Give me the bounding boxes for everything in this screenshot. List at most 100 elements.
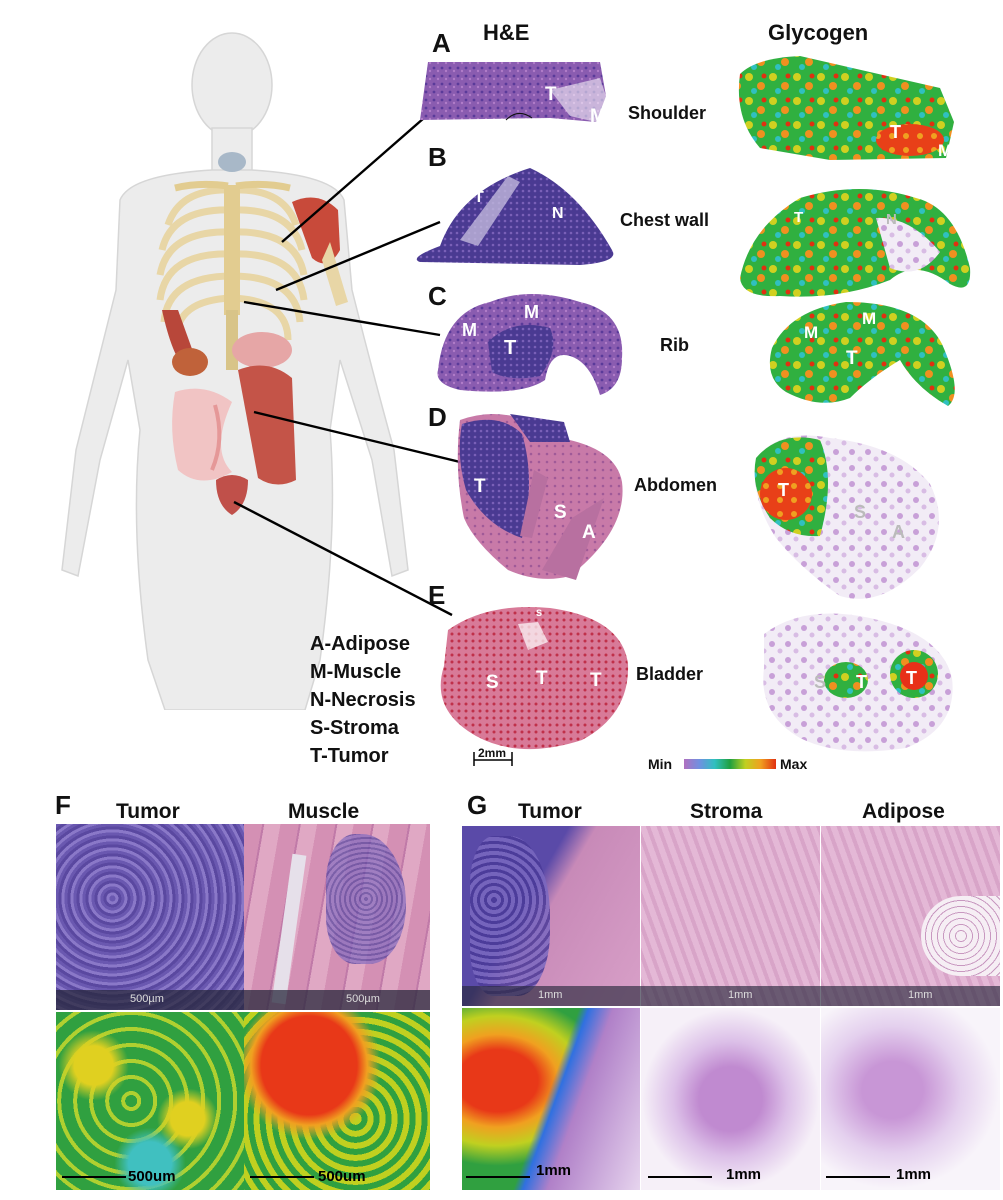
panel-g-he-stroma (641, 826, 820, 1006)
panel-f-he-scale-strip (56, 990, 430, 1010)
panel-f-title-tumor: Tumor (116, 800, 180, 823)
panel-g-glyco-scale-label-1: 1mm (536, 1162, 572, 1179)
panel-g-glyco-scalebar-3 (826, 1176, 890, 1178)
he-label-c-m1: M (462, 320, 477, 340)
panel-g-glyco-stroma (641, 1008, 820, 1190)
glyco-label-e-t2: T (906, 668, 917, 688)
glycogen-abdomen: T S A (754, 435, 939, 599)
panel-letter-e: E (428, 580, 446, 610)
panel-f-he-scale-label-2: 500µm (346, 993, 380, 1005)
glycogen-bladder: S T T (763, 613, 953, 752)
panel-f-he-muscle (244, 824, 430, 1010)
he-label-e-s: S (486, 672, 499, 693)
panel-letter-f: F (55, 790, 71, 820)
glyco-label-a-t: T (890, 122, 901, 142)
muscle-gap (271, 853, 307, 1005)
panel-g-glyco-scalebar-1 (466, 1176, 530, 1178)
glycogen-rib: M M T (769, 302, 955, 406)
he-label-d-t: T (474, 476, 486, 497)
he-label-a-m: M (590, 106, 606, 127)
he-label-c-t: T (504, 337, 516, 359)
site-label-abdomen: Abdomen (634, 475, 717, 495)
he-section-abdomen: T S A (457, 414, 623, 580)
site-label-bladder: Bladder (636, 664, 704, 684)
legend-adipose: A-Adipose (310, 633, 410, 655)
he-label-c-m2: M (524, 302, 539, 322)
glyco-label-e-s: S (814, 672, 826, 692)
panel-g-glyco-scale-label-2: 1mm (726, 1166, 762, 1183)
he-scalebar-label: 2mm (478, 746, 507, 760)
glyco-label-b-t: T (794, 209, 803, 226)
panel-f-title-muscle: Muscle (288, 800, 360, 823)
muscle-infiltrate (326, 834, 406, 964)
panel-letter-b: B (428, 142, 447, 172)
glycogen-column-title: Glycogen (768, 20, 869, 45)
he-label-e-s-small: S (536, 608, 542, 618)
glyco-label-c-m2: M (862, 309, 876, 328)
glyco-label-d-a: A (892, 522, 905, 542)
glyco-label-d-t: T (778, 480, 789, 500)
panel-g-title-adipose: Adipose (862, 800, 945, 823)
panel-g-title-tumor: Tumor (518, 800, 582, 823)
legend-stroma: S-Stroma (310, 717, 399, 739)
panel-letter-d: D (428, 402, 447, 432)
adipose-cells (921, 896, 1000, 976)
panel-f-glyco-scale-label-2: 500um (318, 1168, 366, 1185)
he-label-e-t1: T (536, 668, 548, 689)
glyco-label-c-m1: M (804, 323, 818, 342)
panel-letter-a: A (432, 28, 451, 58)
he-column-title: H&E (483, 20, 530, 45)
glyco-label-c-t: T (846, 348, 858, 369)
panel-letter-g: G (467, 790, 488, 820)
panel-g-he-scale-label-2: 1mm (728, 989, 753, 1001)
glyco-label-a-m: M (938, 141, 952, 160)
glycogen-chest-wall: T N (740, 189, 971, 297)
panel-f-glyco-scalebar-1 (62, 1176, 126, 1178)
panel-g-glyco-scale-label-3: 1mm (896, 1166, 932, 1183)
anatomy-figure (0, 10, 440, 710)
site-label-chest-wall: Chest wall (620, 210, 710, 230)
panel-g-glyco-scalebar-2 (648, 1176, 712, 1178)
panel-f-glyco-scalebar-2 (250, 1176, 314, 1178)
he-label-d-s: S (554, 502, 567, 523)
he-label-e-t2: T (590, 670, 602, 691)
glyco-label-d-s: S (854, 502, 866, 522)
site-label-rib: Rib (660, 335, 689, 355)
glycogen-shoulder: T M (738, 56, 954, 160)
panel-f-glyco-tumor (56, 1012, 244, 1190)
glycogen-heatmaps: T M T N M M T T S A S T T (738, 56, 971, 752)
panel-g-he-tumor (462, 826, 640, 1006)
he-label-a-t: T (545, 84, 557, 105)
panel-g-title-stroma: Stroma (690, 800, 763, 823)
panel-g-glyco-tumor (462, 1008, 640, 1190)
legend-muscle: M-Muscle (310, 661, 402, 683)
he-label-d-a: A (582, 522, 596, 543)
he-scalebar (473, 752, 513, 766)
legend-tumor: T-Tumor (310, 745, 389, 767)
panel-f-glyco-muscle (244, 1012, 430, 1190)
colorbar-max-label: Max (780, 756, 808, 772)
he-section-rib: M M T (437, 294, 623, 395)
he-label-b-t: T (474, 189, 484, 206)
panel-f-glyco-scale-label-1: 500um (128, 1168, 176, 1185)
panel-f-he-tumor (56, 824, 244, 1010)
leader-lines (233, 117, 460, 617)
he-section-chest-wall: T N (416, 168, 614, 265)
glyco-label-e-t1: T (856, 672, 867, 692)
panel-g-glyco-adipose (821, 1008, 1000, 1190)
tumor-nests (470, 836, 550, 996)
colorbar-min-label: Min (648, 756, 673, 772)
legend-necrosis: N-Necrosis (310, 689, 416, 711)
panel-f-he-scale-label-1: 500µm (130, 993, 164, 1005)
panel-g-he-scale-label-3: 1mm (908, 989, 933, 1001)
he-section-shoulder: T M (420, 62, 606, 127)
panel-g-he-adipose (821, 826, 1000, 1006)
panel-letter-c: C (428, 281, 447, 311)
panel-g-he-scale-strip (462, 986, 1000, 1006)
site-label-shoulder: Shoulder (628, 103, 707, 123)
he-sections: T M T N M M T T S A S T T S (416, 62, 629, 766)
colorbar (684, 759, 776, 769)
he-label-b-n: N (552, 205, 564, 222)
glyco-label-b-n: N (886, 211, 897, 228)
panel-g-he-scale-label-1: 1mm (538, 989, 563, 1001)
